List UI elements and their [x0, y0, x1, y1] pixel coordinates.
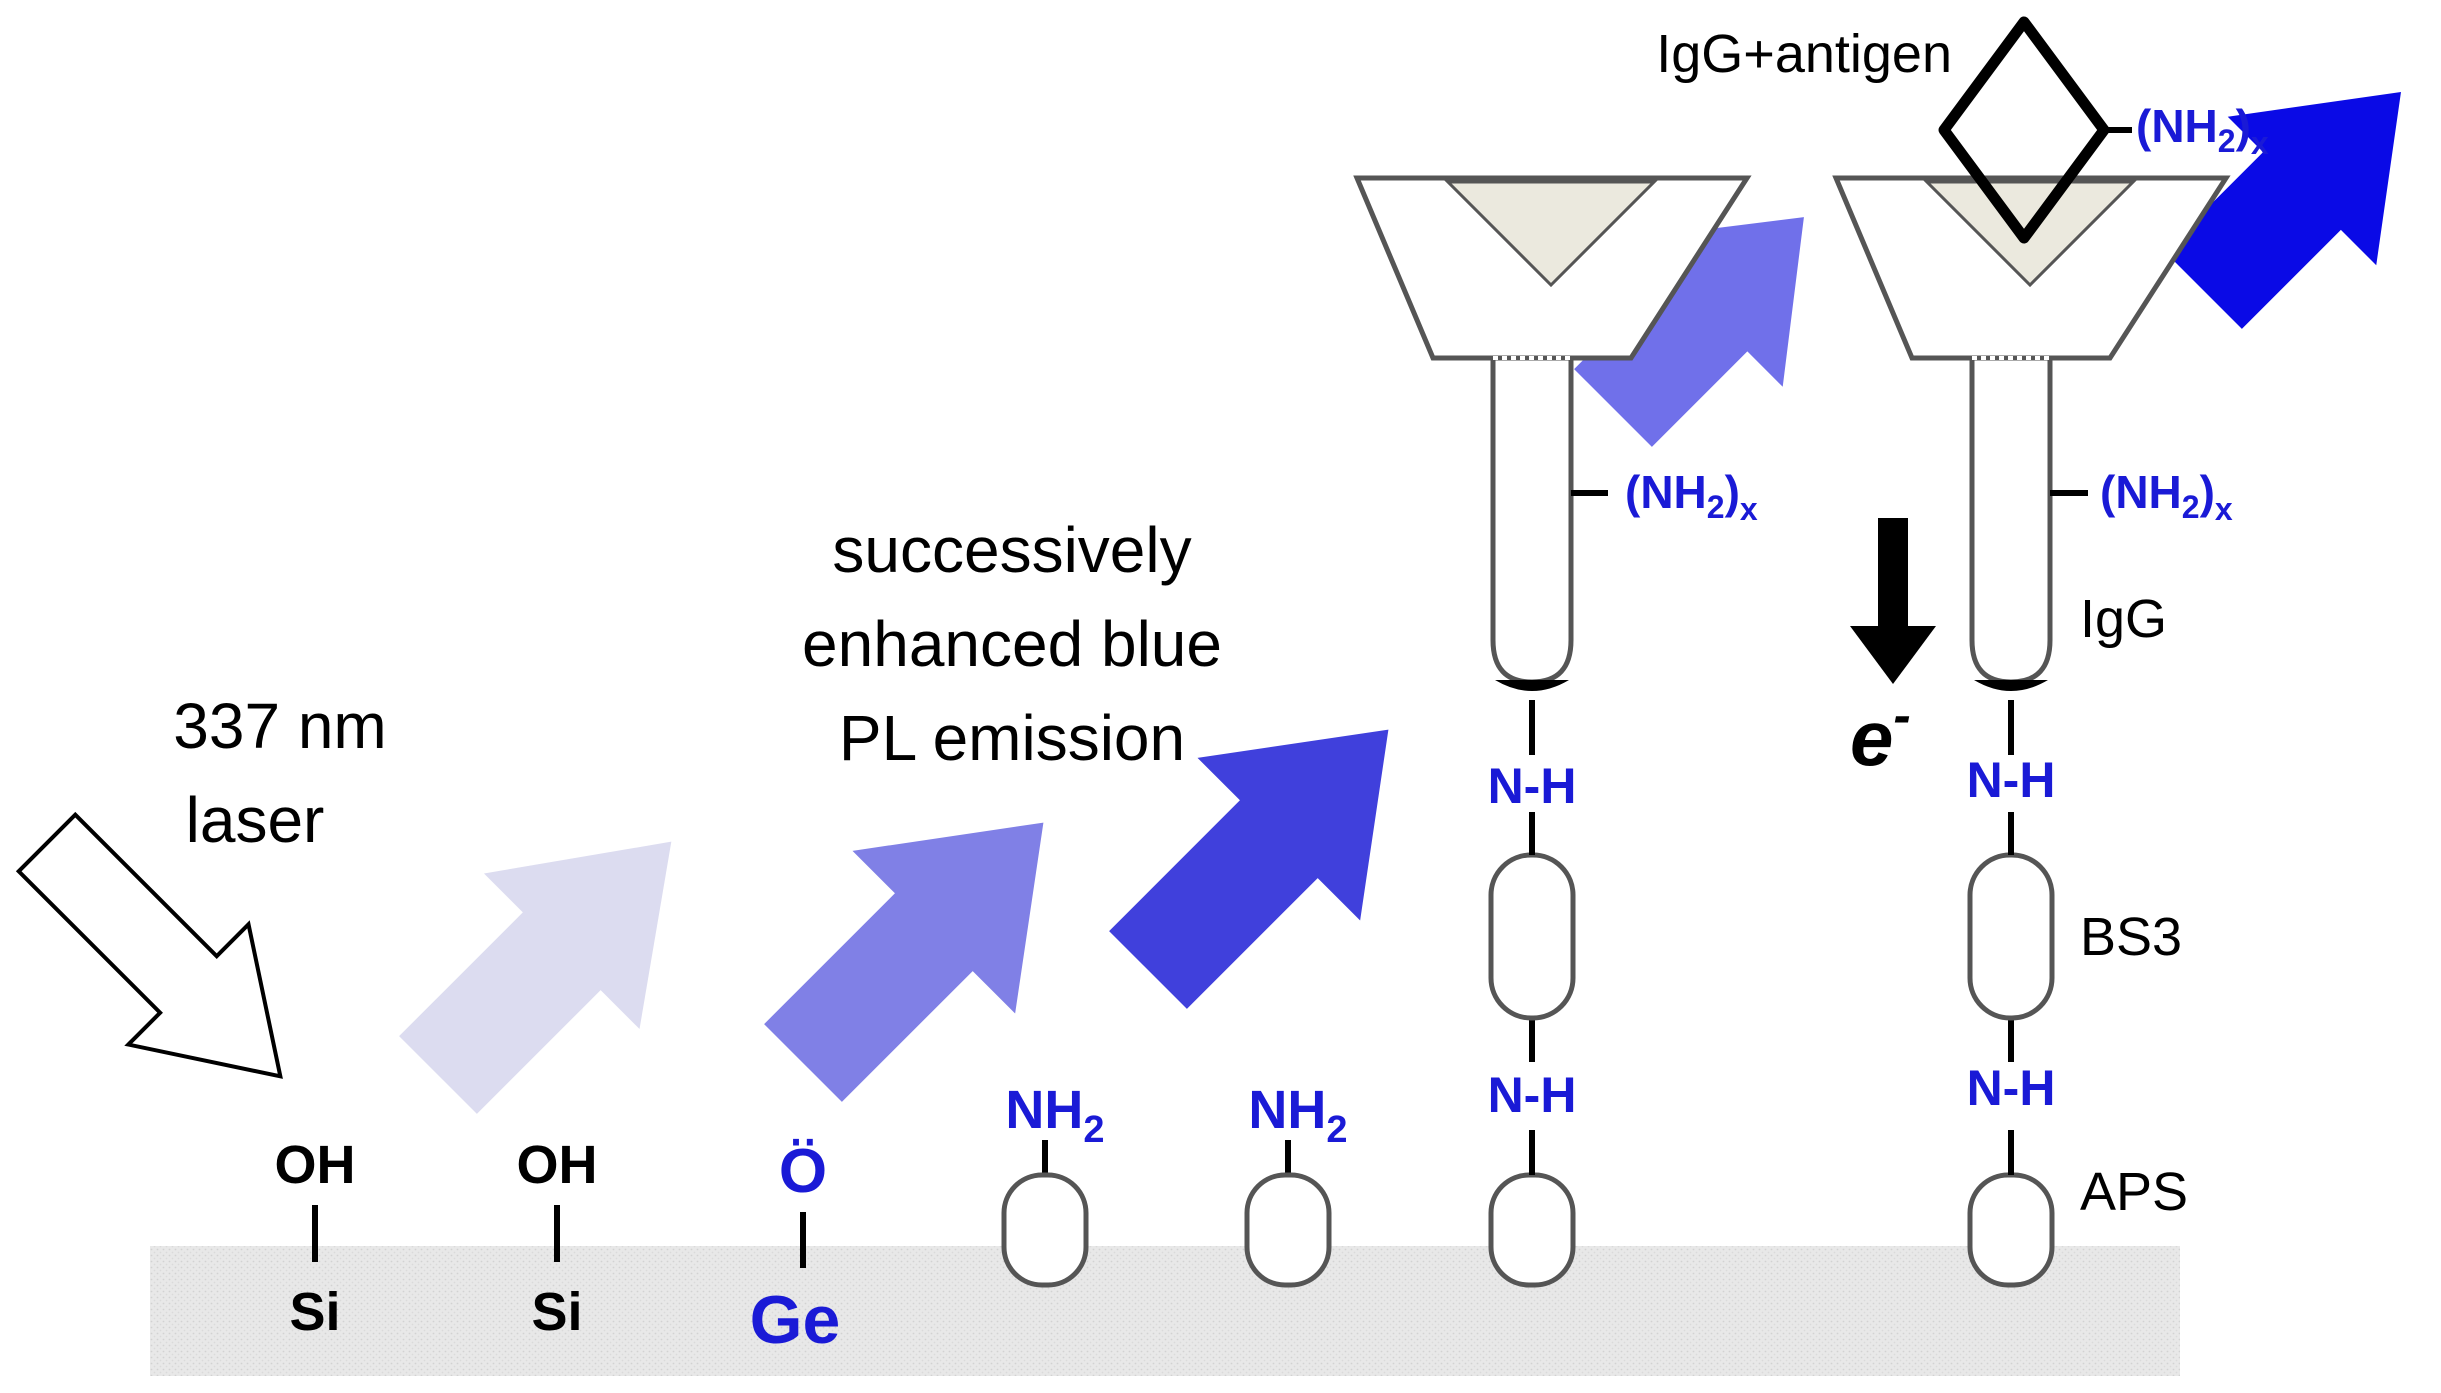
laser-label-line2: laser — [186, 784, 325, 856]
stack-1-nh2x-label: (NH2)x — [1625, 466, 1758, 527]
igg-fc-cap-2 — [1974, 680, 2048, 691]
igg-binding-site-1 — [1444, 180, 1658, 288]
stack-1-amide-upper: N-H — [1488, 758, 1577, 814]
amine-2-label: NH2 — [1248, 1080, 1347, 1151]
surface-group-2-bottom: Si — [531, 1282, 582, 1342]
surface-group-1-bottom: Si — [289, 1282, 340, 1342]
igg-stack-1: N-H N-H (NH2)x — [1353, 175, 1758, 1288]
igg-stem-2 — [1969, 360, 2053, 685]
emission-label-line3: PL emission — [839, 702, 1185, 774]
emission-arrow-5 — [2164, 92, 2401, 329]
igg-label: IgG — [2080, 589, 2167, 649]
stack-2-amide-upper: N-H — [1967, 752, 2056, 808]
emission-arrow-2 — [764, 822, 1044, 1102]
igg-stem-1 — [1490, 360, 1574, 685]
antigen-nh2x-label: (NH2)x — [2136, 100, 2269, 161]
laser-arrow — [15, 811, 283, 1079]
aps-linker-4 — [1967, 1172, 2055, 1288]
surface-group-2-top: OH — [517, 1135, 598, 1195]
aps-linker-3 — [1488, 1172, 1576, 1288]
emission-arrow-1 — [399, 841, 672, 1114]
igg-antigen-label: IgG+antigen — [1656, 24, 1952, 84]
electron-arrow — [1850, 518, 1936, 684]
igg-stack-2: N-H N-H (NH2)x (NH2)x — [1832, 16, 2269, 1288]
emission-arrow-3 — [1109, 729, 1389, 1009]
surface-group-1-top: OH — [275, 1135, 356, 1195]
bs3-linker-1 — [1488, 852, 1576, 1021]
aps-linker-1 — [1001, 1172, 1089, 1288]
stack-2-amide-lower: N-H — [1967, 1060, 2056, 1116]
aps-linker-2 — [1244, 1172, 1332, 1288]
aps-label: APS — [2080, 1162, 2188, 1222]
emission-label-line1: successively — [832, 514, 1191, 586]
stack-1-amide-lower: N-H — [1488, 1067, 1577, 1123]
emission-arrow-4 — [1574, 217, 1804, 447]
substrate — [150, 1246, 2180, 1376]
surface-group-3-top: Ö — [779, 1137, 827, 1206]
electron-label: e- — [1850, 687, 1911, 782]
laser-label-line1: 337 nm — [173, 690, 386, 762]
emission-label-line2: enhanced blue — [802, 608, 1222, 680]
antigen-diamond — [1938, 16, 2110, 244]
bs3-label: BS3 — [2080, 907, 2182, 967]
surface-group-3-bottom: Ge — [750, 1282, 841, 1358]
amine-1-label: NH2 — [1005, 1080, 1104, 1151]
igg-fc-cap-1 — [1495, 680, 1569, 691]
bs3-linker-2 — [1967, 852, 2055, 1021]
stack-2-nh2x-label: (NH2)x — [2100, 466, 2233, 527]
